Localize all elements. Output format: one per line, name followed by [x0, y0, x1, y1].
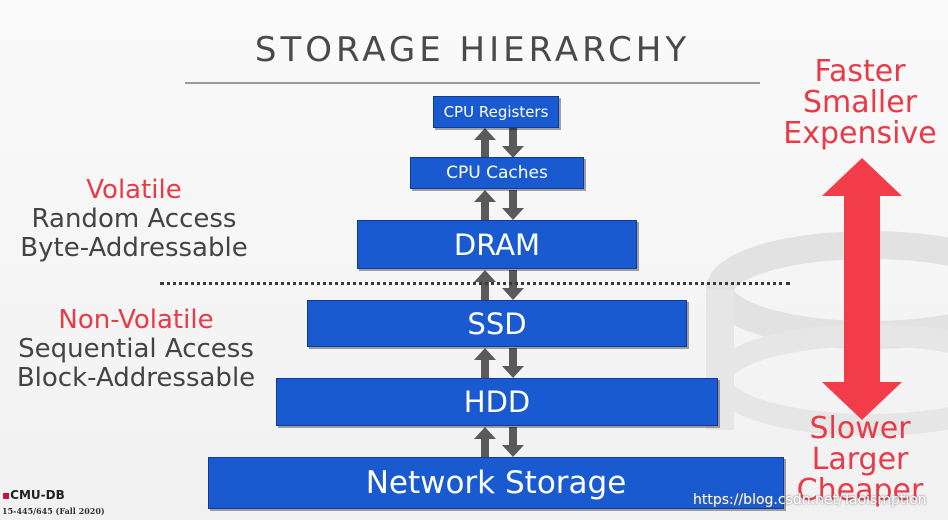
label-larger: Larger [811, 442, 909, 477]
label-cheaper: Cheaper [796, 473, 924, 508]
title-underline [185, 82, 760, 84]
slow-end-labels: Slower Larger Cheaper [780, 413, 940, 506]
tier-arrows [474, 128, 524, 457]
tier-ssd: SSD [307, 300, 687, 347]
nonvolatile-heading: Non-Volatile [58, 305, 214, 335]
logo-mark-icon: ▪ [2, 488, 11, 502]
volatility-divider [160, 282, 790, 285]
arrow-pair-ssd-hdd [474, 348, 524, 378]
volatile-label-group: Volatile Random Access Byte-Addressable [10, 176, 258, 263]
fast-end-labels: Faster Smaller Expensive [780, 56, 940, 149]
nonvolatile-label-group: Non-Volatile Sequential Access Block-Add… [5, 306, 267, 393]
arrow-pair-caches-dram [474, 190, 524, 220]
label-faster: Faster [814, 54, 906, 89]
nonvolatile-addressing: Block-Addressable [16, 363, 256, 393]
page-title: STORAGE HIERARCHY [254, 30, 691, 70]
tier-cpu-registers: CPU Registers [433, 96, 559, 128]
label-expensive: Expensive [783, 116, 937, 151]
tier-dram: DRAM [357, 220, 637, 269]
double-headed-arrow-icon [822, 158, 902, 420]
course-label: 15-445/645 (Fall 2020) [2, 506, 105, 516]
tier-network-storage: Network Storage [208, 457, 784, 509]
volatile-heading: Volatile [86, 175, 182, 205]
arrow-pair-dram-ssd [474, 270, 524, 300]
volatile-access-type: Random Access [31, 204, 237, 234]
cmu-db-logo: ▪CMU-DB [2, 488, 65, 502]
tier-cpu-caches: CPU Caches [410, 157, 584, 189]
logo-text: CMU-DB [10, 488, 65, 502]
source-watermark: https://blog.csdn.net/Taoismption [693, 492, 927, 508]
label-smaller: Smaller [802, 85, 918, 120]
volatile-addressing: Byte-Addressable [20, 233, 248, 263]
arrow-pair-registers-caches [474, 128, 524, 158]
tier-hdd: HDD [276, 378, 718, 426]
nonvolatile-access-type: Sequential Access [18, 334, 254, 364]
label-slower: Slower [809, 411, 911, 446]
arrow-pair-hdd-network [474, 427, 524, 457]
